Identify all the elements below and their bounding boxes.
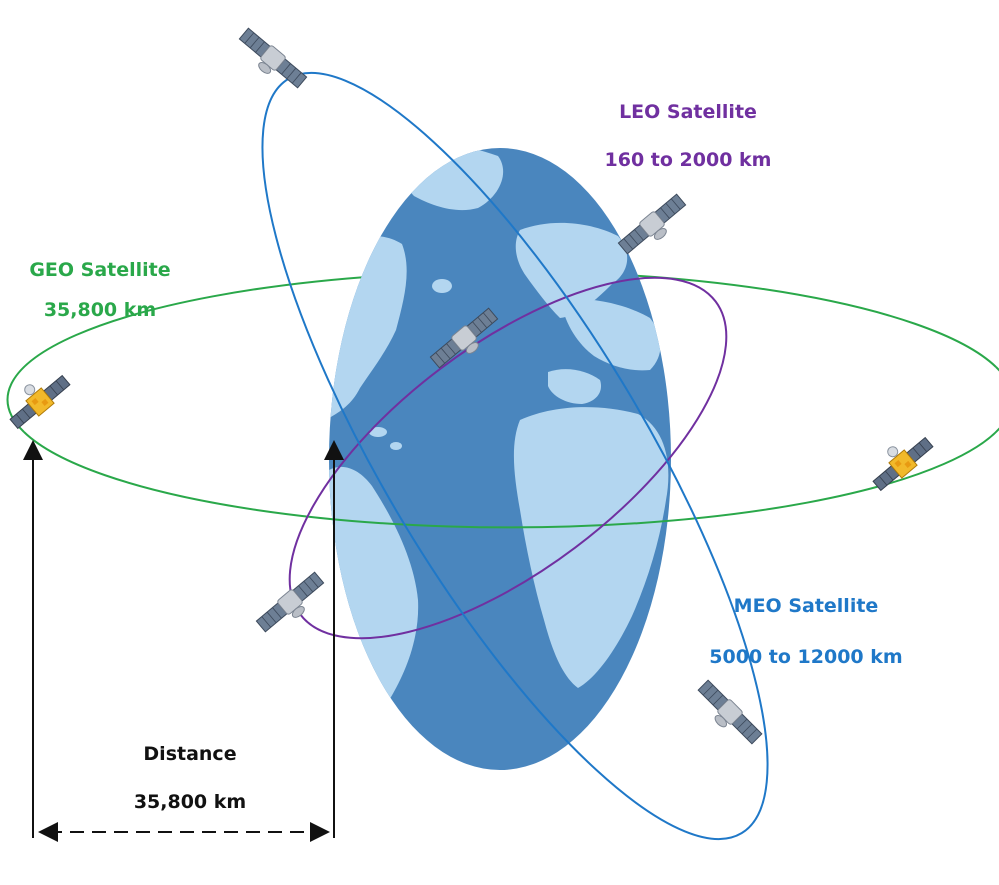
meo-satellite-icon bbox=[690, 678, 764, 752]
distance-indicator bbox=[23, 440, 344, 842]
geo-orbit-front bbox=[23, 366, 999, 529]
meo-satellite-icon bbox=[232, 26, 309, 96]
distance-label-title: Distance bbox=[143, 743, 236, 765]
leo-label-altitude: 160 to 2000 km bbox=[605, 149, 772, 171]
geo-label-title: GEO Satellite bbox=[29, 259, 170, 281]
distance-label-value: 35,800 km bbox=[134, 791, 246, 813]
geo-satellite-icon bbox=[0, 363, 73, 433]
earth-globe-icon bbox=[329, 148, 671, 770]
geo-label-altitude: 35,800 km bbox=[44, 299, 156, 321]
geo-satellite-icon bbox=[862, 425, 936, 495]
meo-label-altitude: 5000 to 12000 km bbox=[709, 646, 902, 668]
leo-satellite-icon bbox=[616, 192, 693, 262]
leo-label-title: LEO Satellite bbox=[619, 101, 757, 123]
meo-label-title: MEO Satellite bbox=[734, 595, 879, 617]
